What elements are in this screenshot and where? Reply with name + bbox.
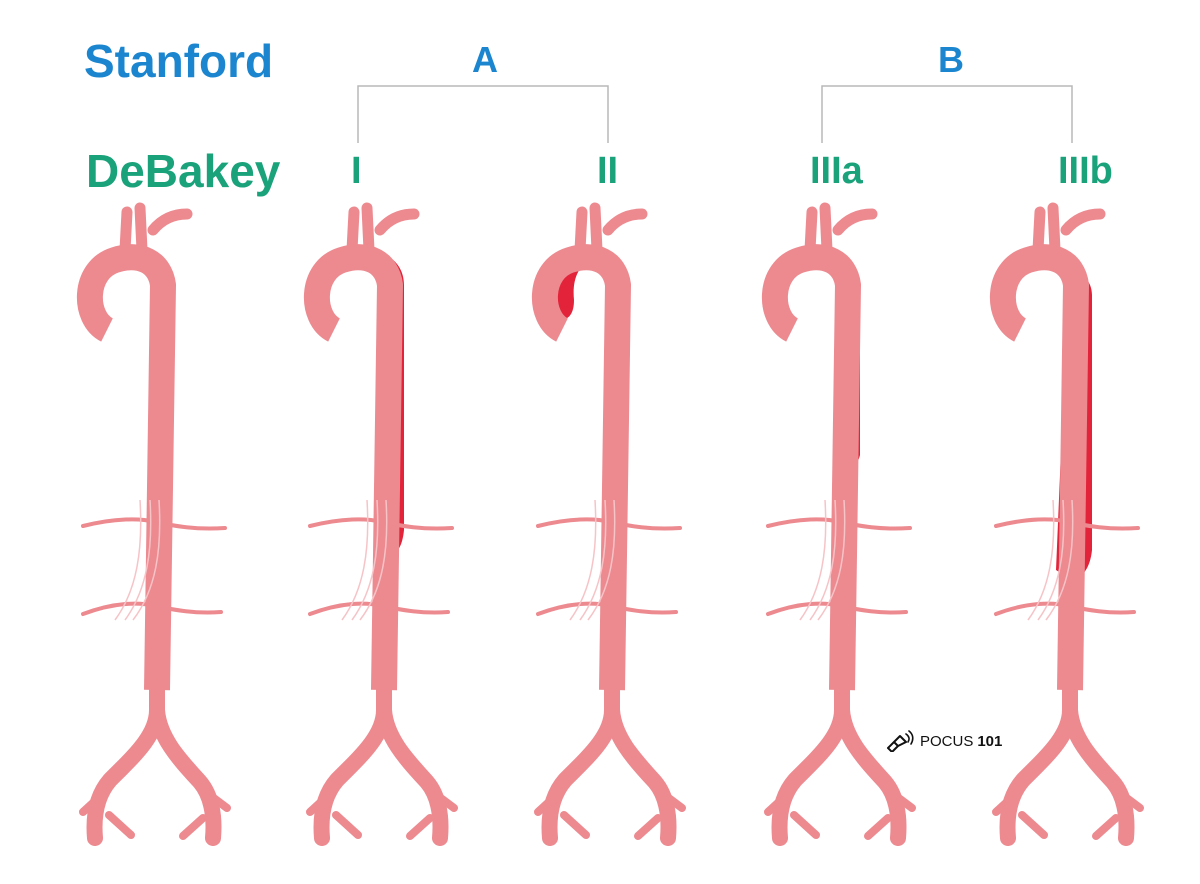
aorta-type-i (310, 208, 454, 838)
debakey-type-iiib-label: IIIb (1058, 150, 1113, 192)
aorta-type-ii (538, 208, 682, 838)
pocus-brand-name: POCUS (920, 732, 974, 750)
pocus-brand: POCUS 101 (886, 730, 1002, 752)
pocus-brand-number: 101 (977, 732, 1003, 750)
aorta-normal (83, 208, 227, 838)
stanford-b-bracket (821, 85, 1073, 143)
debakey-type-ii-label: II (597, 150, 619, 192)
stanford-a-bracket (357, 85, 609, 143)
aorta-type-iiia (768, 208, 912, 838)
debakey-type-iiia-label: IIIa (810, 150, 863, 192)
ultrasound-probe-icon (887, 730, 914, 752)
stanford-class-b-label: B (938, 39, 964, 80)
debakey-type-i-label: I (351, 150, 362, 192)
stanford-class-a-label: A (472, 39, 498, 80)
aorta-type-iiib (996, 208, 1140, 838)
debakey-label: DeBakey (86, 145, 281, 197)
stanford-label: Stanford (84, 35, 274, 87)
